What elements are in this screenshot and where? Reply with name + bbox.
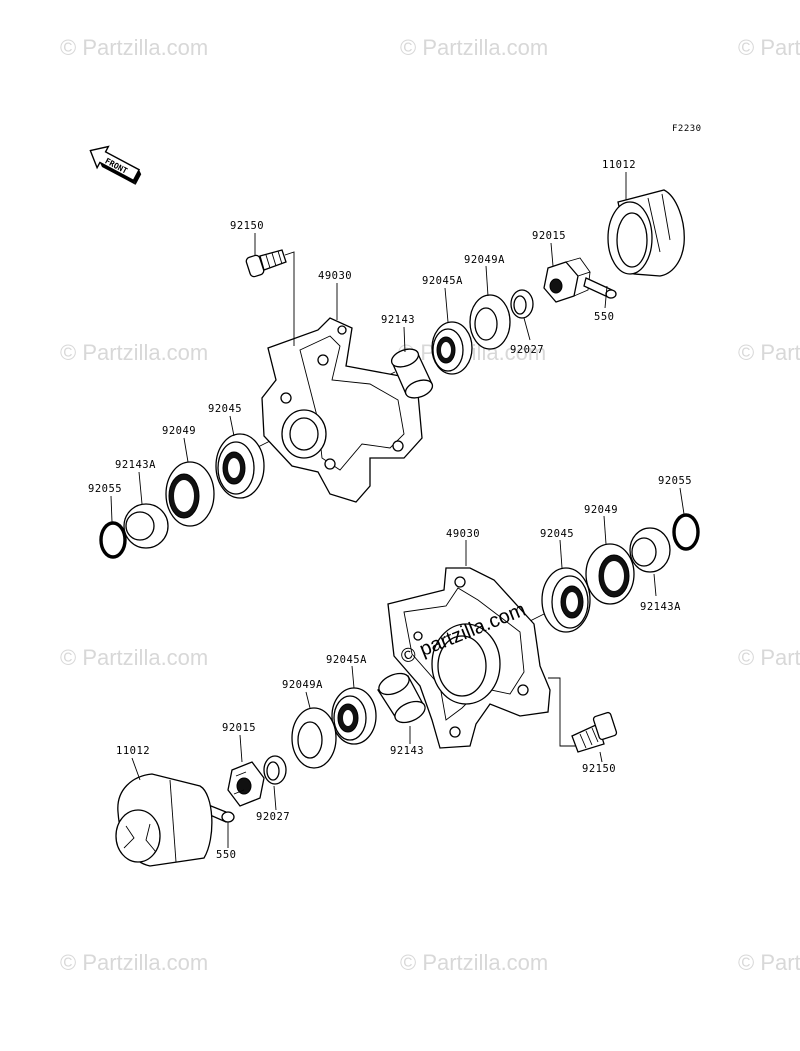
collar-92143A-upper-left [123,503,169,549]
label-92143A-upper: 92143A [115,459,156,471]
hub-49030-upper [261,317,423,503]
label-92049A-upper: 92049A [464,254,505,266]
label-92045A-lower: 92045A [326,654,367,666]
label-92015-upper: 92015 [532,230,566,242]
spacer-92143-lower [377,672,426,724]
label-92045-upper: 92045 [208,403,242,415]
leader-lines-lower [131,487,685,848]
label-550-lower: 550 [216,849,236,861]
seal-92049A-upper [469,294,511,350]
label-92150-lower: 92150 [582,763,616,775]
label-92049-lower: 92049 [584,504,618,516]
bolt-92150-lower [548,677,618,753]
bearing-92045A-lower [331,687,377,745]
seal-92049-lower-right [585,543,635,605]
seal-92049-upper-left [165,461,215,527]
label-49030-lower: 49030 [446,528,480,540]
front-arrow-icon: FRONT [89,145,142,185]
o-ring-92055-upper-left [99,521,127,559]
bearing-92045-upper-left [215,433,265,499]
label-92055-lower: 92055 [658,475,692,487]
nut-92015-upper [543,257,591,303]
label-92055-upper: 92055 [88,483,122,495]
label-92015-lower: 92015 [222,722,256,734]
figure-code: F2230 [672,124,702,134]
label-92150-upper: 92150 [230,220,264,232]
watermark: © Partzilla.com [738,340,800,365]
hub-49030-lower [387,567,551,749]
bearing-92045A-upper [431,321,473,375]
collar-92027-upper [510,289,534,319]
label-92027-upper: 92027 [510,344,544,356]
watermark: © Partzilla.com [738,645,800,670]
watermark: © Partzilla.com [738,35,800,60]
label-49030-upper: 49030 [318,270,352,282]
lower-assembly: © partzilla.com [115,475,700,867]
cotter-pin-550-upper [583,277,617,299]
collar-92143A-lower-right [629,527,671,573]
spacer-92143-upper [390,348,434,399]
label-92045-lower: 92045 [540,528,574,540]
collar-92027-lower [263,755,287,785]
watermark: © Partzilla.com [60,340,208,365]
bearing-92045-lower-right [541,567,591,633]
nut-92015-lower [227,761,265,807]
cap-11012-lower [115,773,213,867]
label-92143-upper: 92143 [381,314,415,326]
bolt-92150-upper [245,249,295,346]
label-92045A-upper: 92045A [422,275,463,287]
seal-92049A-lower [291,707,337,769]
label-92143A-lower: 92143A [640,601,681,613]
label-92049-upper: 92049 [162,425,196,437]
watermark: © Partzilla.com [60,950,208,975]
label-11012-lower: 11012 [116,745,150,757]
label-92143-lower: 92143 [390,745,424,757]
watermark: © Partzilla.com [60,645,208,670]
watermark: © Partzilla.com [738,950,800,975]
label-550-upper: 550 [594,311,614,323]
cap-11012-upper [607,189,685,277]
watermark: © Partzilla.com [400,950,548,975]
label-11012-upper: 11012 [602,159,636,171]
leader-lines-upper [110,172,627,523]
watermark: © Partzilla.com [60,35,208,60]
o-ring-92055-lower-right [672,513,700,551]
upper-assembly: 11012 92150 49030 92015 92049A 92045A 92… [88,159,685,559]
watermark: © Partzilla.com [400,35,548,60]
label-92049A-lower: 92049A [282,679,323,691]
label-92027-lower: 92027 [256,811,290,823]
